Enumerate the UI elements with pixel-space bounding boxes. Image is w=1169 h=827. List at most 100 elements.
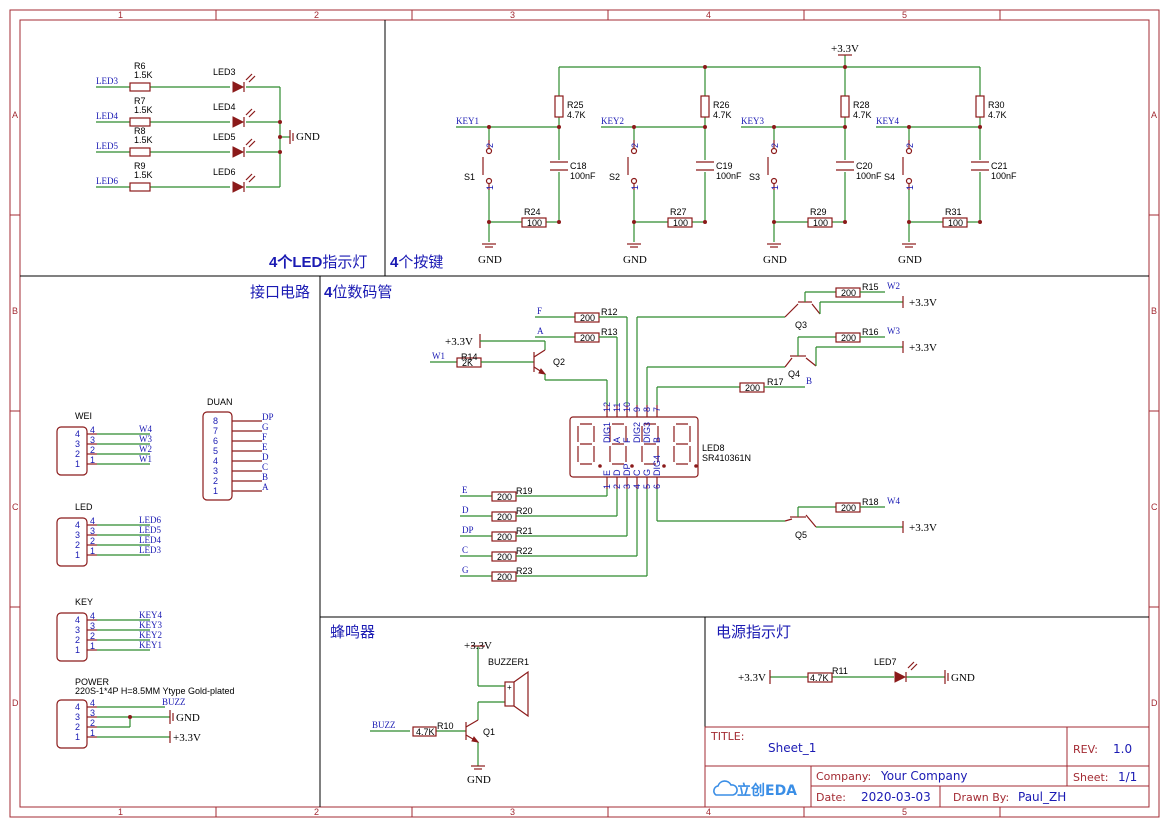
connector-pin: 4 (213, 456, 218, 466)
col-label: 5 (902, 807, 907, 817)
net-label: D (262, 452, 269, 462)
drawn-by-value: Paul_ZH (1018, 790, 1066, 804)
segment-pin-name: C (632, 469, 642, 476)
gnd-label: GND (296, 131, 320, 143)
resistor-value: 200 (497, 552, 512, 562)
vcc-label: +3.3V (909, 342, 937, 354)
resistor-ref: R22 (516, 546, 533, 556)
connector-pin: 3 (75, 530, 80, 540)
capacitor-ref: C18 (570, 161, 587, 171)
connector-pin: 1 (90, 546, 95, 556)
connector-pin: 4 (75, 429, 80, 439)
switch-pin: 2 (905, 143, 915, 148)
resistor-value: 1.5K (134, 170, 153, 180)
net-label: W1 (432, 351, 445, 361)
cloud-logo-icon (713, 780, 738, 796)
resistor-value: 200 (841, 333, 856, 343)
resistor-ref: R8 (134, 126, 146, 136)
capacitor-value: 100nF (716, 171, 742, 181)
transistor-ref: Q3 (795, 320, 807, 330)
resistor-value: 200 (497, 532, 512, 542)
connector-pin: 2 (75, 540, 80, 550)
resistor-ref: R11 (832, 666, 848, 676)
connector-pin: 1 (90, 455, 95, 465)
resistor-ref: R9 (134, 161, 146, 171)
net-label: W3 (887, 326, 900, 336)
gnd-label: GND (951, 672, 975, 684)
led-ref: LED3 (213, 67, 236, 77)
segment-pin-name: A (612, 437, 622, 443)
svg-text:+: + (507, 683, 512, 692)
company-value: Your Company (880, 769, 968, 783)
vcc-label: +3.3V (909, 522, 937, 534)
resistor-value: 4.7K (713, 110, 732, 120)
net-label: F (262, 432, 267, 442)
net-label: F (537, 306, 542, 316)
gnd-label: GND (898, 254, 922, 266)
resistor-ref: R10 (437, 721, 454, 731)
connector-ref: KEY (75, 597, 93, 607)
seven-segment-digit (609, 423, 634, 468)
connector-description: 220S-1*4P H=8.5MM Ytype Gold-plated (75, 686, 235, 696)
resistor-ref: R31 (945, 207, 962, 217)
segment-pin: 10 (622, 402, 632, 412)
segment-pin: 11 (612, 403, 622, 412)
switch-pin: 1 (770, 185, 780, 190)
row-label: C (12, 502, 19, 512)
key-section-title: 4个按键 (390, 254, 443, 271)
segment-pin: 1 (602, 484, 612, 489)
capacitor-ref: C21 (991, 161, 1008, 171)
capacitor-ref: C19 (716, 161, 733, 171)
row-label: D (12, 698, 19, 708)
net-label: LED3 (139, 545, 161, 555)
net-label: KEY2 (601, 116, 624, 126)
row-label: C (1151, 502, 1158, 512)
segment-pin: 5 (642, 484, 652, 489)
led-ref: LED6 (213, 167, 236, 177)
net-label: LED5 (96, 141, 118, 151)
resistor-value: 1.5K (134, 135, 153, 145)
switch-ref: S1 (464, 172, 475, 182)
net-label: LED4 (96, 111, 118, 121)
net-label: DP (262, 412, 274, 422)
connector-pin: 4 (90, 611, 95, 621)
display-part-number: SR410361N (702, 453, 751, 463)
segment-pin-name: E (602, 470, 612, 476)
title-label: TITLE: (710, 730, 744, 743)
segment-pin-name: DP (622, 463, 632, 476)
segment-pin: 12 (602, 402, 612, 412)
connector-pin: 2 (90, 445, 95, 455)
row-label: D (1151, 698, 1158, 708)
rev-label: REV: (1073, 743, 1098, 756)
resistor-ref: R21 (516, 526, 533, 536)
connector-ref: WEI (75, 411, 92, 421)
connector-pin: 3 (75, 439, 80, 449)
net-label: W4 (139, 424, 152, 434)
segment-pin: 6 (652, 484, 662, 489)
switch-pin: 2 (630, 143, 640, 148)
connector-pin: 2 (90, 536, 95, 546)
segment-pin: 7 (652, 407, 662, 412)
connector-pin: 2 (213, 476, 218, 486)
col-label: 4 (706, 10, 711, 20)
connector-pin: 4 (75, 702, 80, 712)
switch-pin: 1 (905, 185, 915, 190)
net-label: A (537, 326, 544, 336)
switch-pin: 1 (630, 185, 640, 190)
led-section-title: 4个LED指示灯 (269, 253, 367, 271)
segment-pin: 2 (612, 484, 622, 489)
net-label: KEY3 (741, 116, 764, 126)
connector-pin: 1 (90, 728, 95, 738)
net-label: KEY1 (139, 640, 162, 650)
connector-pin: 6 (213, 436, 218, 446)
resistor-ref: R18 (862, 497, 879, 507)
resistor-ref: R6 (134, 61, 146, 71)
segment-pin-name: F (622, 437, 632, 443)
net-label: W3 (139, 434, 152, 444)
resistor-value: 4.7K (567, 110, 586, 120)
